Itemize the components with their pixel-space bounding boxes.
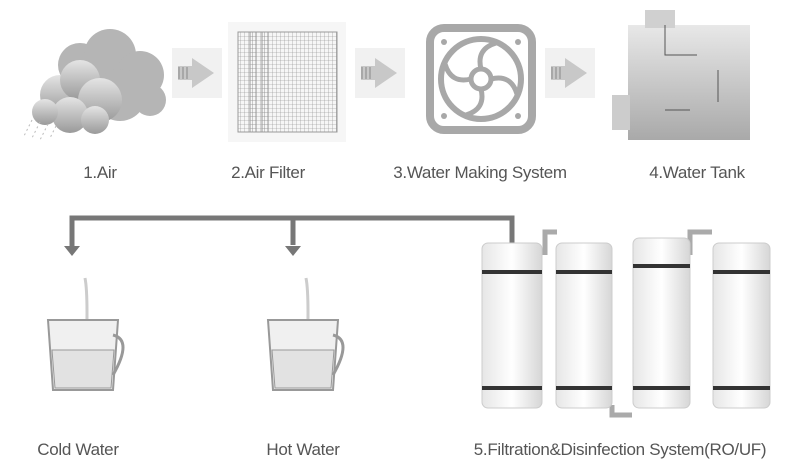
cloud-icon <box>23 29 166 141</box>
arrowhead-icon <box>64 246 301 256</box>
glass-cup-icon <box>46 277 125 391</box>
filter-cartridges-icon <box>481 229 771 418</box>
step-label-water-making: 3.Water Making System <box>393 163 567 182</box>
arrow-icon <box>355 48 405 98</box>
water-tank-icon <box>612 10 750 140</box>
arrow-icon <box>545 48 595 98</box>
fan-icon <box>426 24 536 134</box>
step-label-air-filter: 2.Air Filter <box>231 163 305 182</box>
output-label-cold-water: Cold Water <box>37 440 119 459</box>
filter-mesh-icon <box>228 22 346 142</box>
arrow-icon <box>172 48 222 98</box>
step-label-water-tank: 4.Water Tank <box>649 163 745 182</box>
glass-cup-icon <box>266 277 345 391</box>
step-label-air: 1.Air <box>83 163 117 182</box>
distribution-lines <box>69 215 515 248</box>
output-label-hot-water: Hot Water <box>266 440 340 459</box>
filtration-label: 5.Filtration&Disinfection System(RO/UF) <box>473 440 767 459</box>
